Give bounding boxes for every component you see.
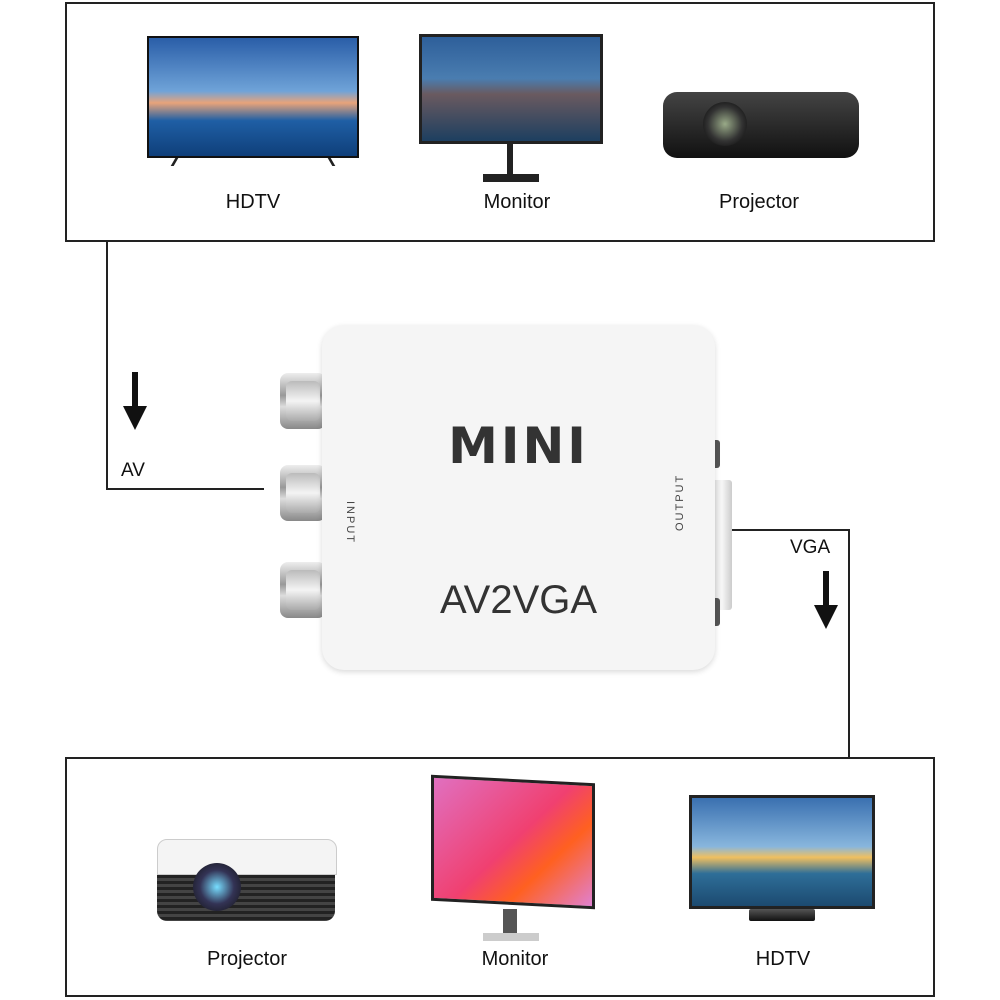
vga-label: VGA xyxy=(790,537,831,558)
device-label: Monitor xyxy=(481,948,549,970)
av-connector-line-horizontal xyxy=(106,488,264,490)
av2vga-converter: MINI AV2VGA INPUT OUTPUT xyxy=(322,325,715,670)
projector-icon xyxy=(157,839,337,923)
vga-screw-icon xyxy=(712,598,720,626)
vga-port-icon xyxy=(712,480,732,610)
device-label: Projector xyxy=(206,948,288,970)
device-label: HDTV xyxy=(755,948,811,970)
top-devices-panel: HDTV Monitor Projector xyxy=(65,2,935,242)
device-label: HDTV xyxy=(225,191,281,213)
bottom-devices-panel: Projector Monitor HDTV xyxy=(65,757,935,997)
input-label: INPUT xyxy=(344,501,356,544)
vga-connector-line-vertical xyxy=(848,529,850,757)
arrow-down-icon xyxy=(123,372,147,430)
vga-connector-line-horizontal xyxy=(732,529,850,531)
arrow-down-icon xyxy=(814,571,838,629)
monitor-icon xyxy=(419,34,603,184)
rca-jack-icon xyxy=(280,465,326,521)
device-label: Monitor xyxy=(483,191,551,213)
output-label: OUTPUT xyxy=(674,473,686,531)
device-label: Projector xyxy=(718,191,800,213)
model-label: AV2VGA xyxy=(439,578,598,622)
vga-screw-icon xyxy=(712,440,720,468)
rca-jack-icon xyxy=(280,373,326,429)
hdtv-icon xyxy=(147,36,359,168)
rca-jack-icon xyxy=(280,562,326,618)
brand-label: MINI xyxy=(448,417,589,475)
hdtv-icon xyxy=(689,795,875,935)
monitor-icon xyxy=(431,774,595,945)
projector-icon xyxy=(663,92,859,164)
av-label: AV xyxy=(121,460,145,481)
av-connector-line-vertical xyxy=(106,242,108,490)
